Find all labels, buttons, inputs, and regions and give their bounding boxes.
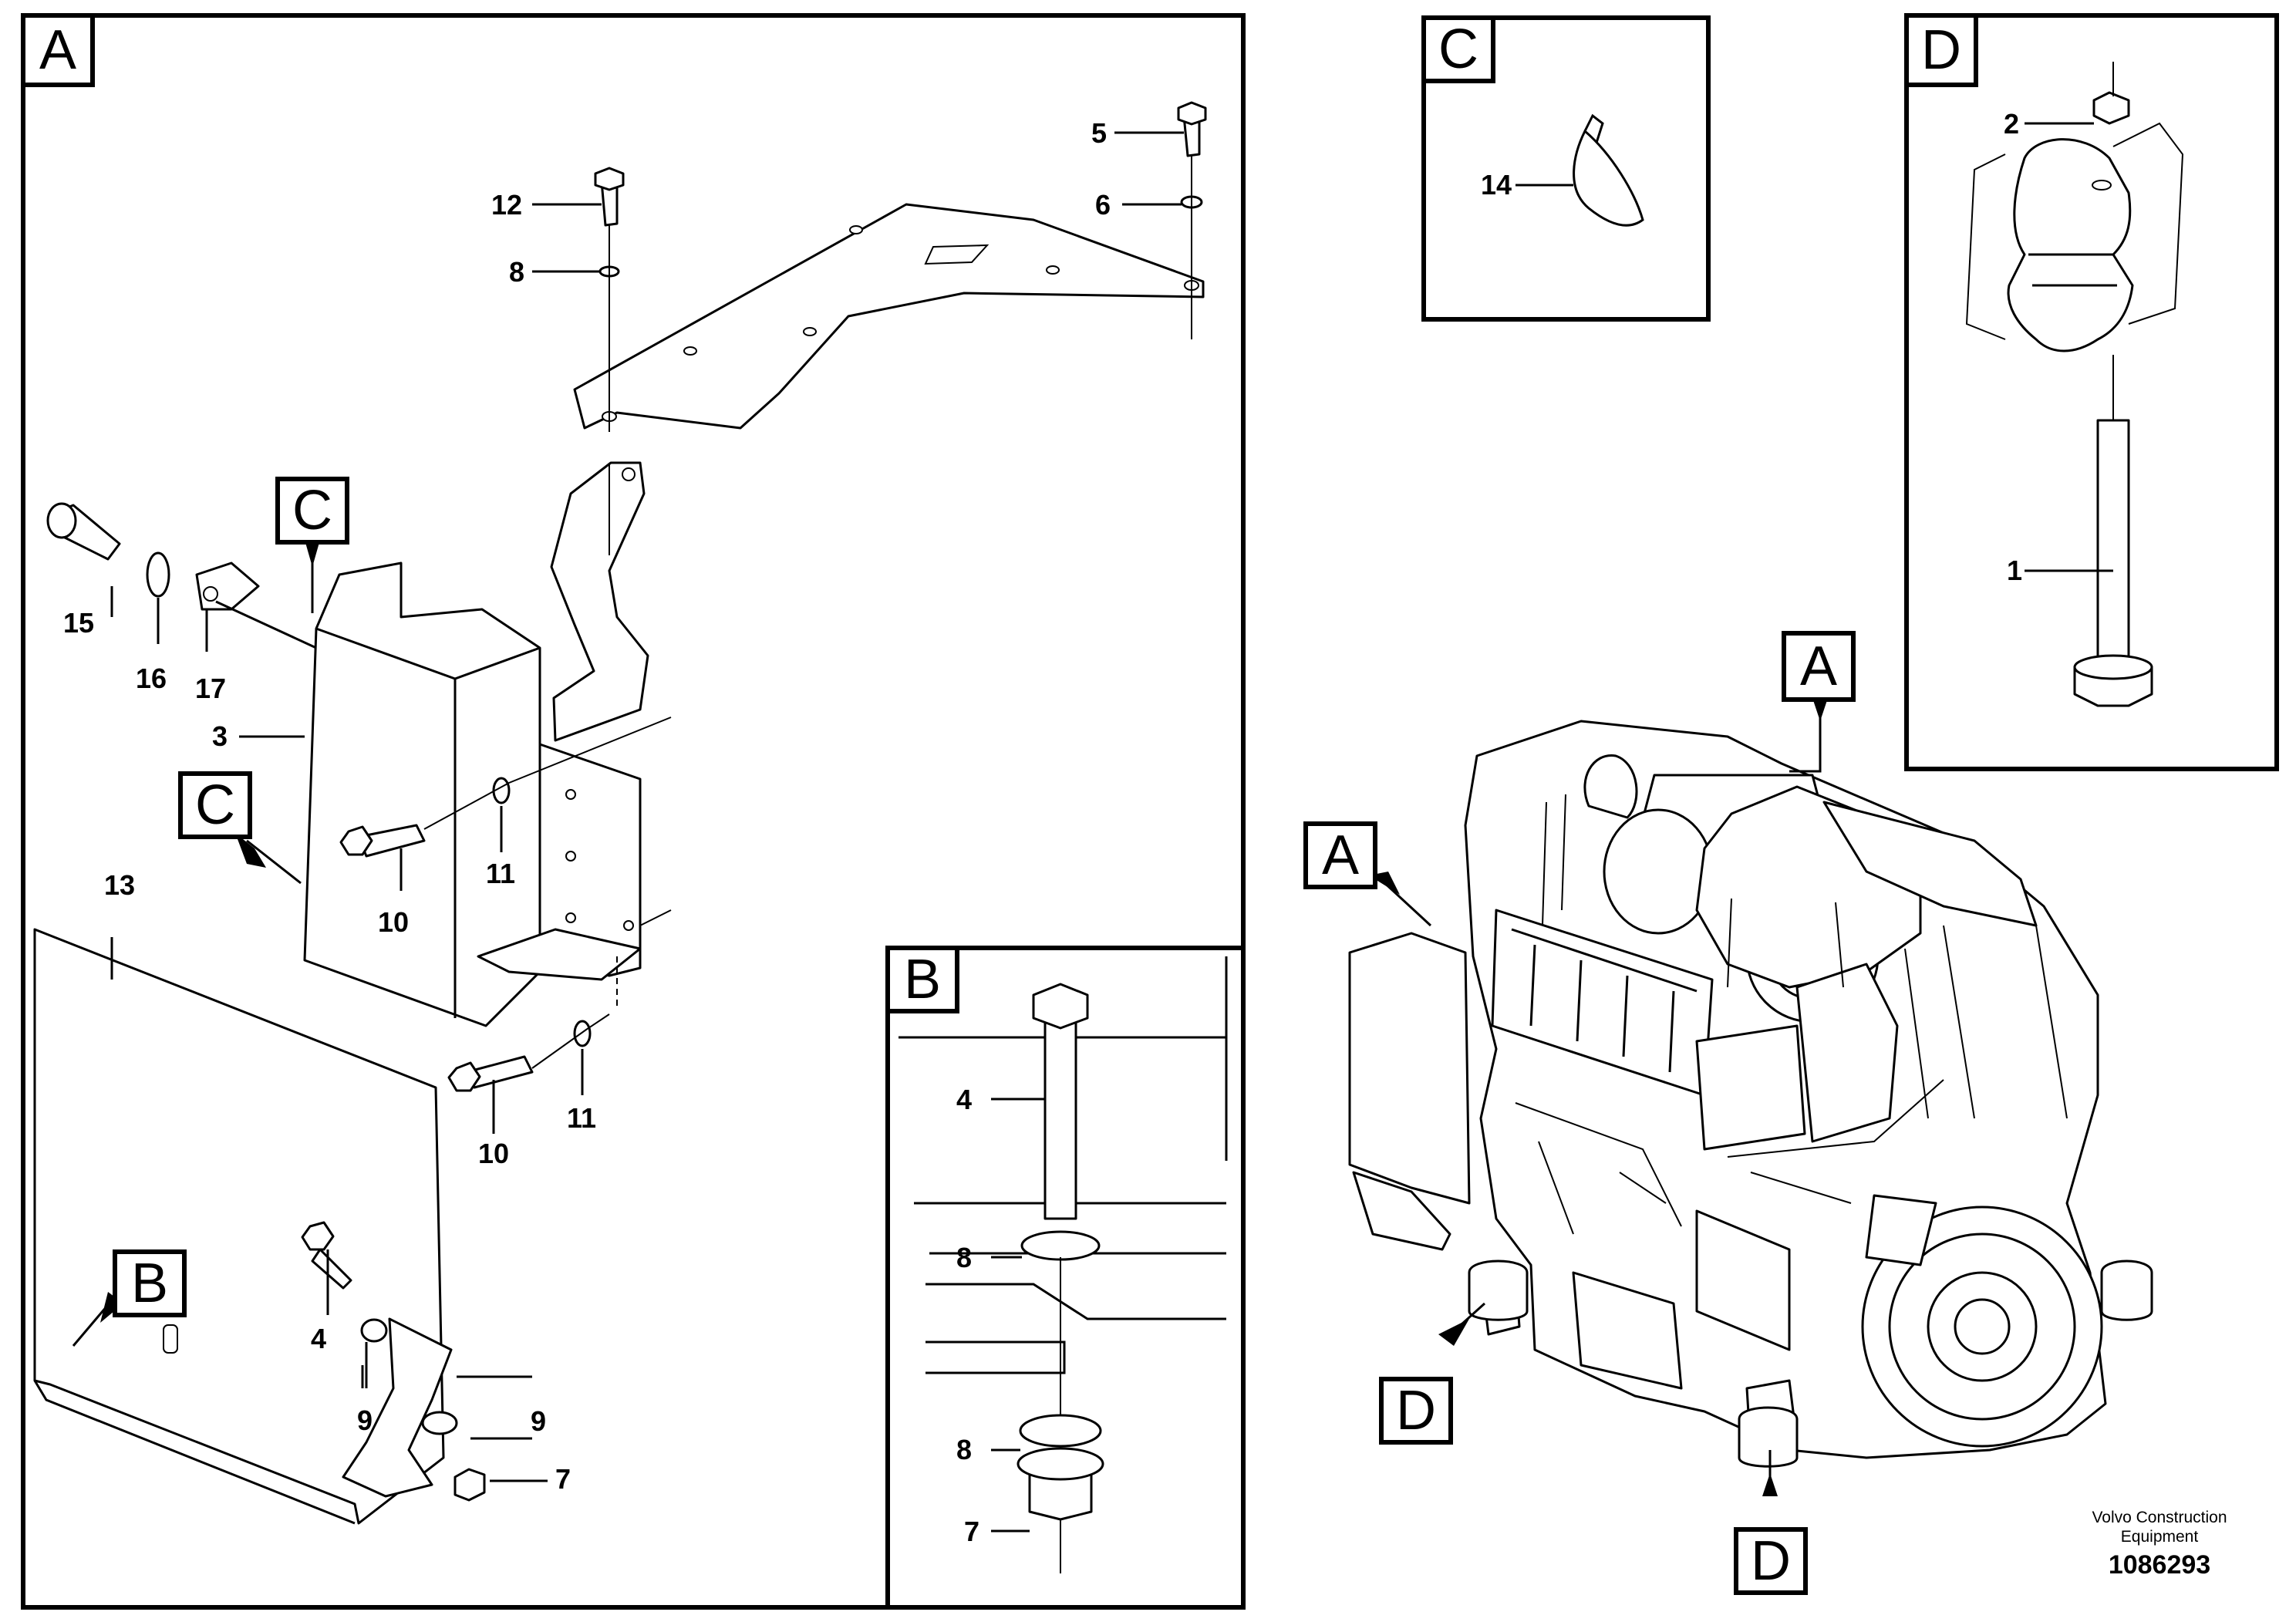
part-number-14: 14 (1481, 169, 1512, 201)
part-number-15: 15 (63, 607, 95, 639)
part-number-4-panel-b: 4 (956, 1084, 973, 1115)
view-c-frame (1421, 15, 1711, 322)
part-number-17: 17 (195, 673, 227, 704)
part-number-8-panel-b-lower: 8 (956, 1434, 973, 1465)
part-number-7-panel-a: 7 (555, 1463, 571, 1495)
view-b-label: B (885, 946, 959, 1013)
view-b-frame (885, 946, 1246, 1610)
view-a-frame (21, 13, 1246, 1610)
drawing-number: 1086293 (2108, 1550, 2211, 1580)
box-mounting-bracket (538, 743, 642, 977)
company-line-1: Volvo Construction (2092, 1509, 2227, 1526)
part-number-4-panel-a: 4 (311, 1323, 327, 1354)
view-c-label: C (1421, 15, 1495, 83)
part-number-16: 16 (136, 663, 167, 694)
part-number-9-right: 9 (531, 1405, 547, 1437)
part-number-11-lower: 11 (567, 1102, 597, 1134)
callout-a-left: A (1303, 821, 1377, 889)
part-number-8-top: 8 (509, 256, 525, 288)
side-panel (33, 928, 445, 1525)
part-number-12: 12 (491, 189, 523, 221)
view-d-label: D (1904, 13, 1978, 87)
part-number-5: 5 (1091, 117, 1108, 149)
part-number-3: 3 (212, 720, 228, 752)
company-name: Volvo Construction Equipment (2067, 1508, 2252, 1546)
callout-d-bottom: D (1734, 1527, 1808, 1595)
part-number-9-left: 9 (357, 1404, 373, 1436)
callout-c-upper: C (275, 477, 349, 545)
part-number-10-upper: 10 (378, 906, 410, 938)
hanging-bracket (550, 461, 649, 742)
part-number-6: 6 (1095, 189, 1111, 221)
engine-assembly-illustration (1348, 720, 2153, 1468)
electronic-unit-box (303, 561, 541, 1027)
callout-a-top: A (1782, 631, 1856, 702)
callout-d-left: D (1379, 1377, 1453, 1445)
part-number-11-upper: 11 (486, 858, 516, 889)
view-d-frame (1904, 13, 2279, 771)
callout-b: B (113, 1249, 187, 1317)
callout-c-lower: C (178, 771, 252, 839)
part-number-7-panel-b: 7 (964, 1516, 980, 1547)
part-number-2: 2 (2004, 108, 2020, 140)
part-number-10-lower: 10 (478, 1138, 510, 1169)
part-number-8-panel-b-upper: 8 (956, 1242, 973, 1273)
part-number-1: 1 (2007, 555, 2023, 586)
view-a-label: A (21, 13, 95, 87)
company-line-2: Equipment (2120, 1528, 2199, 1546)
part-number-13: 13 (104, 869, 136, 901)
